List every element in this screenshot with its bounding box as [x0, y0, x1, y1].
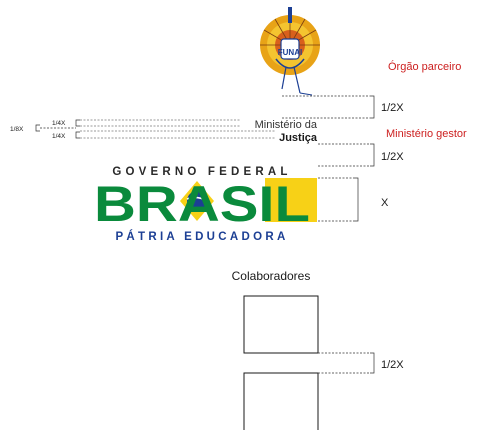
ministry-name-line1: Ministério da [255, 119, 318, 131]
governo-federal-brand: GOVERNO FEDERAL BRASIL PÁTRIA EDUCADORA [94, 166, 317, 243]
collaborators-label: Colaboradores [232, 269, 311, 283]
spacing-bracket-bottom [318, 352, 375, 374]
ministry-block: 1/4X 1/4X 1/8X Ministério da Justiça [10, 119, 318, 144]
brand-top-line: GOVERNO FEDERAL [112, 166, 291, 178]
measure-quarter-b: 1/4X [52, 133, 66, 140]
collaborator-slot-1 [243, 295, 319, 354]
brand-main-word: BRASIL [94, 176, 310, 232]
brand-bottom-line: PÁTRIA EDUCADORA [115, 230, 288, 243]
measure-half-mid: 1/2X [381, 151, 404, 163]
funai-headdress-icon: FUNAI [260, 7, 320, 96]
spacing-bracket-top [282, 95, 375, 119]
measure-half-bottom: 1/2X [381, 359, 404, 371]
measure-eighth: 1/8X [10, 126, 24, 133]
measure-quarter-a: 1/4X [52, 120, 66, 127]
spacing-bracket-full [318, 177, 359, 222]
measure-full: X [381, 197, 389, 209]
partner-agency-label: Órgão parceiro [388, 60, 461, 73]
brazil-globe-icon [180, 181, 214, 221]
collaborator-slot-2 [243, 372, 319, 434]
managing-ministry-label: Ministério gestor [386, 128, 467, 140]
measure-half-top: 1/2X [381, 102, 404, 114]
ministry-name-line2: Justiça [279, 132, 318, 144]
spacing-bracket-mid [318, 143, 375, 167]
funai-acronym: FUNAI [278, 48, 302, 57]
